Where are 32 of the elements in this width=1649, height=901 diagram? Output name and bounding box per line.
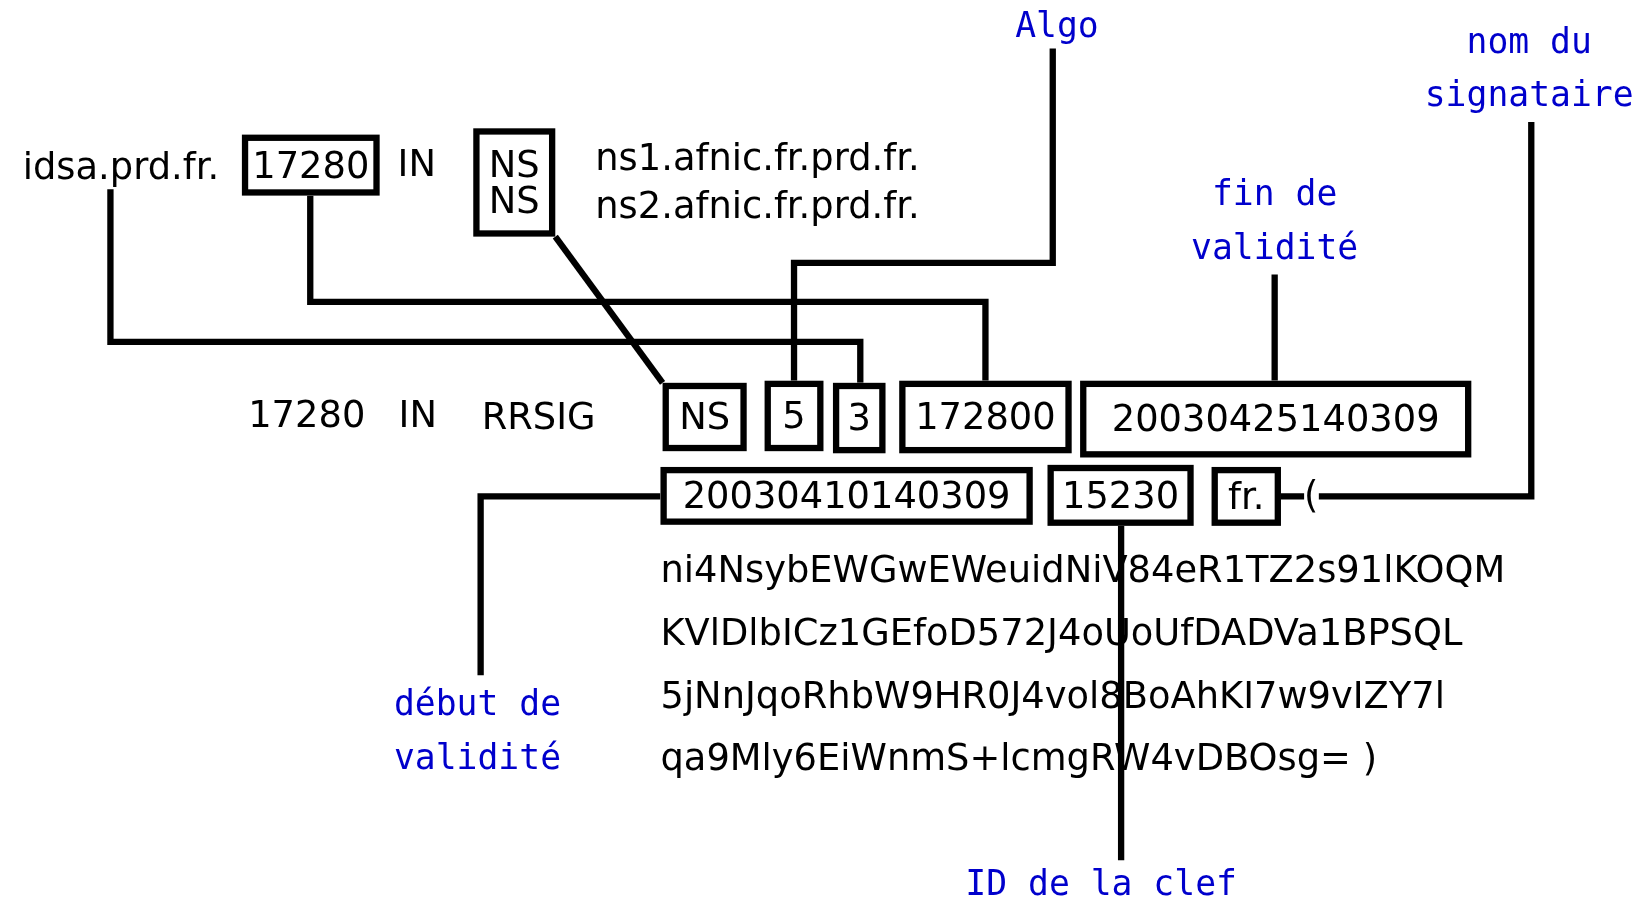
record-type: NS bbox=[488, 182, 540, 220]
record-text: IN bbox=[397, 145, 436, 182]
domain-name: idsa.prd.fr. bbox=[10, 143, 232, 190]
value-box: 20030410140309 bbox=[660, 466, 1033, 525]
annotation-label: ID de la clef bbox=[952, 860, 1250, 901]
value-box: 20030425140309 bbox=[1080, 380, 1472, 458]
leader-line bbox=[1117, 525, 1125, 861]
value-box: 15230 bbox=[1047, 464, 1194, 526]
annotation-label: nom du signataire bbox=[1409, 12, 1649, 122]
value-box: fr. bbox=[1211, 466, 1281, 526]
annotation-label: début de validité bbox=[380, 675, 575, 785]
record-text: IN bbox=[398, 396, 437, 434]
leader-line bbox=[552, 234, 666, 385]
record-text: ns2.afnic.fr.prd.fr. bbox=[595, 187, 920, 224]
leader-line bbox=[1271, 274, 1278, 381]
record-type: NS bbox=[488, 145, 540, 183]
value-box: 17280 bbox=[241, 134, 380, 196]
record-text: RRSIG bbox=[481, 398, 596, 436]
leader-line bbox=[477, 493, 661, 676]
value-box: 5 bbox=[764, 380, 824, 452]
leader-line bbox=[307, 195, 989, 381]
record-text: 17280 bbox=[248, 396, 366, 434]
value-box bbox=[473, 128, 556, 237]
annotation-label: fin de validité bbox=[1177, 165, 1372, 275]
parenthesis: ( bbox=[1304, 476, 1319, 514]
value-box: 3 bbox=[832, 382, 886, 454]
leader-line bbox=[790, 48, 1056, 381]
record-text: ns1.afnic.fr.prd.fr. bbox=[595, 139, 920, 177]
annotation-label: Algo bbox=[1004, 2, 1110, 49]
value-box: NS bbox=[662, 382, 747, 452]
leader-line bbox=[107, 189, 864, 383]
value-box: 172800 bbox=[899, 380, 1072, 454]
